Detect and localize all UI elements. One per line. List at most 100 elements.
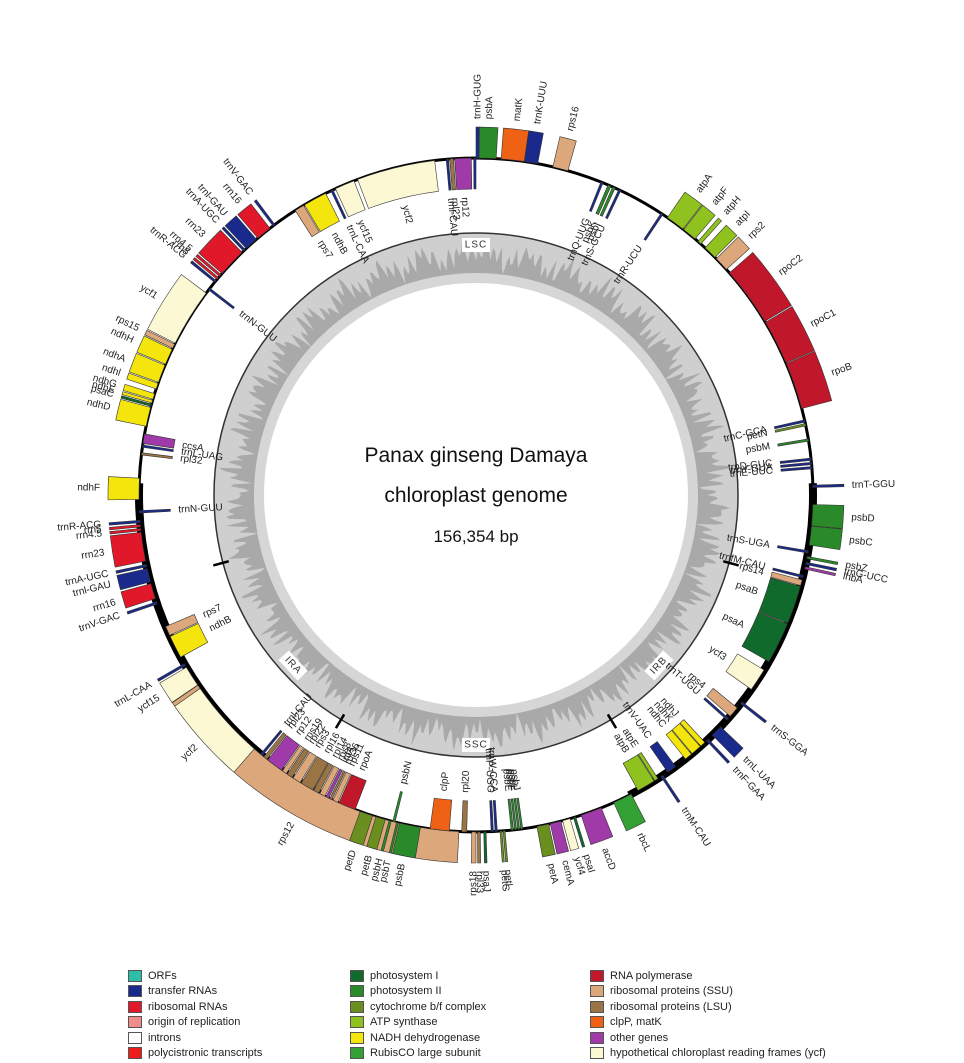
gene-rrn4.5: [109, 528, 142, 535]
gene-ndhC: [665, 729, 692, 760]
gene-psbC: [808, 525, 843, 550]
gene-label: clpP: [439, 771, 452, 792]
gene-trnL-UAA: [712, 726, 744, 758]
gene-ycf4: [562, 818, 580, 852]
gene-label: psbA: [484, 96, 496, 119]
legend-label: NADH dehydrogenase: [370, 1031, 481, 1044]
gene-trnfM-CAU: [772, 567, 804, 579]
gene-label: ndhF: [77, 482, 100, 493]
gene-label: rpl33: [474, 871, 485, 894]
gene-rps14: [770, 571, 803, 586]
gene-psbA: [478, 126, 499, 159]
gene-trnK-UUU: [523, 130, 544, 165]
gene-trnS-GCU: [605, 189, 622, 220]
legend-item: hypothetical chloroplast reading frames …: [590, 1046, 840, 1062]
gene-psbF: [510, 798, 517, 831]
gene-psbI: [599, 186, 616, 217]
gene-rpoA: [338, 774, 367, 810]
genome-size: 156,354 bp: [433, 527, 518, 546]
gene-rrn4.5: [195, 253, 222, 277]
legend-item: polycistronic transcripts: [128, 1046, 378, 1062]
gene-rpl33: [477, 831, 481, 864]
gene-ycf2: [357, 160, 439, 209]
gene-lhbA: [804, 566, 836, 577]
gene-trnL-CAA: [330, 189, 347, 220]
gene-atpA: [666, 191, 703, 230]
gene-ycf2: [174, 688, 255, 773]
legend-item: NADH dehydrogenase: [350, 1030, 600, 1046]
gene-trnA-UGC: [115, 564, 148, 574]
gene-ccsA: [142, 433, 176, 449]
legend-label: ORFs: [148, 969, 177, 982]
gene-label: accD: [599, 846, 617, 871]
gene-rps8: [319, 765, 340, 797]
gene-petD: [349, 811, 374, 846]
gene-label: psbE: [500, 768, 513, 792]
gene-rpl2: [454, 157, 473, 190]
gene-label: trnN-GUU: [237, 309, 279, 345]
gene-label: rpoC1: [809, 307, 839, 329]
gene-ndhG: [122, 383, 155, 400]
gene-atpH: [697, 217, 722, 245]
gene-rps2: [715, 236, 750, 270]
gene-rbcL: [613, 793, 646, 832]
region-label-bg: [462, 238, 490, 252]
gene-label: atpA: [694, 172, 715, 195]
gene-label: ycf1: [138, 283, 160, 302]
gene-ycf3: [725, 653, 765, 690]
gene-trnL-CAA: [156, 663, 186, 682]
gene-label: rpl23: [449, 197, 462, 220]
gene-rrn16: [237, 203, 271, 239]
legend-item: ATP synthase: [350, 1015, 600, 1031]
legend-item: introns: [128, 1030, 378, 1046]
legend-swatch: [128, 985, 142, 998]
gene-rps18: [471, 831, 477, 864]
gene-rps19: [281, 745, 305, 774]
legend-label: polycistronic transcripts: [148, 1047, 263, 1060]
gene-trnI-GAU: [116, 568, 151, 591]
gene-psaC: [120, 395, 152, 407]
gene-trnV-UAC: [649, 741, 677, 773]
gene-ndhK: [671, 722, 701, 755]
gene-label: rpl20: [460, 770, 472, 793]
gene-rpoB: [785, 350, 833, 409]
gene-trnY-GUA: [780, 461, 812, 468]
gene-ndhH: [136, 335, 173, 365]
legend-swatch: [590, 1031, 604, 1044]
region-label: LSC: [465, 240, 487, 251]
legend-item: cytochrome b/f complex: [350, 999, 600, 1015]
gene-label: psbD: [851, 512, 875, 524]
gene-label: rps12: [275, 820, 297, 848]
gene-label: rbcL: [634, 831, 653, 854]
gene-label: petG: [498, 870, 511, 893]
legend-swatch: [128, 1016, 142, 1029]
gene-label: trnP-UGG: [483, 748, 496, 793]
gene-ndhJ: [679, 719, 706, 747]
gene-label: psbC: [849, 535, 874, 549]
gene-label: petN: [746, 428, 769, 443]
gene-rrn16: [120, 583, 156, 609]
legend-swatch: [350, 1031, 364, 1044]
legend-swatch: [128, 1031, 142, 1044]
legend-item: RubisCO large subunit: [350, 1046, 600, 1062]
gene-rps7: [294, 205, 320, 238]
gene-psbL: [513, 798, 521, 830]
legend-label: ribosomal proteins (LSU): [610, 1000, 732, 1013]
legend-item: photosystem II: [350, 984, 600, 1000]
gene-psaI: [573, 816, 586, 848]
gene-label: atpI: [733, 209, 753, 229]
gene-trnG-UCC: [805, 561, 837, 572]
legend-label: photosystem II: [370, 985, 442, 998]
region-label-bg: [462, 738, 490, 752]
gene-rpl23: [449, 158, 456, 191]
gene-petN: [774, 423, 807, 433]
gene-label: trnY-GUA: [730, 462, 774, 477]
gene-trnI-GAU: [224, 215, 257, 249]
gene-label: psbT: [378, 859, 394, 883]
gene-label: rrn4.5: [75, 528, 103, 542]
legend-label: RubisCO large subunit: [370, 1047, 481, 1060]
gene-label: petA: [545, 862, 560, 885]
gene-rps15: [144, 329, 176, 349]
gene-trnA-UGC: [221, 226, 246, 252]
gene-trnF-GAA: [706, 738, 731, 764]
